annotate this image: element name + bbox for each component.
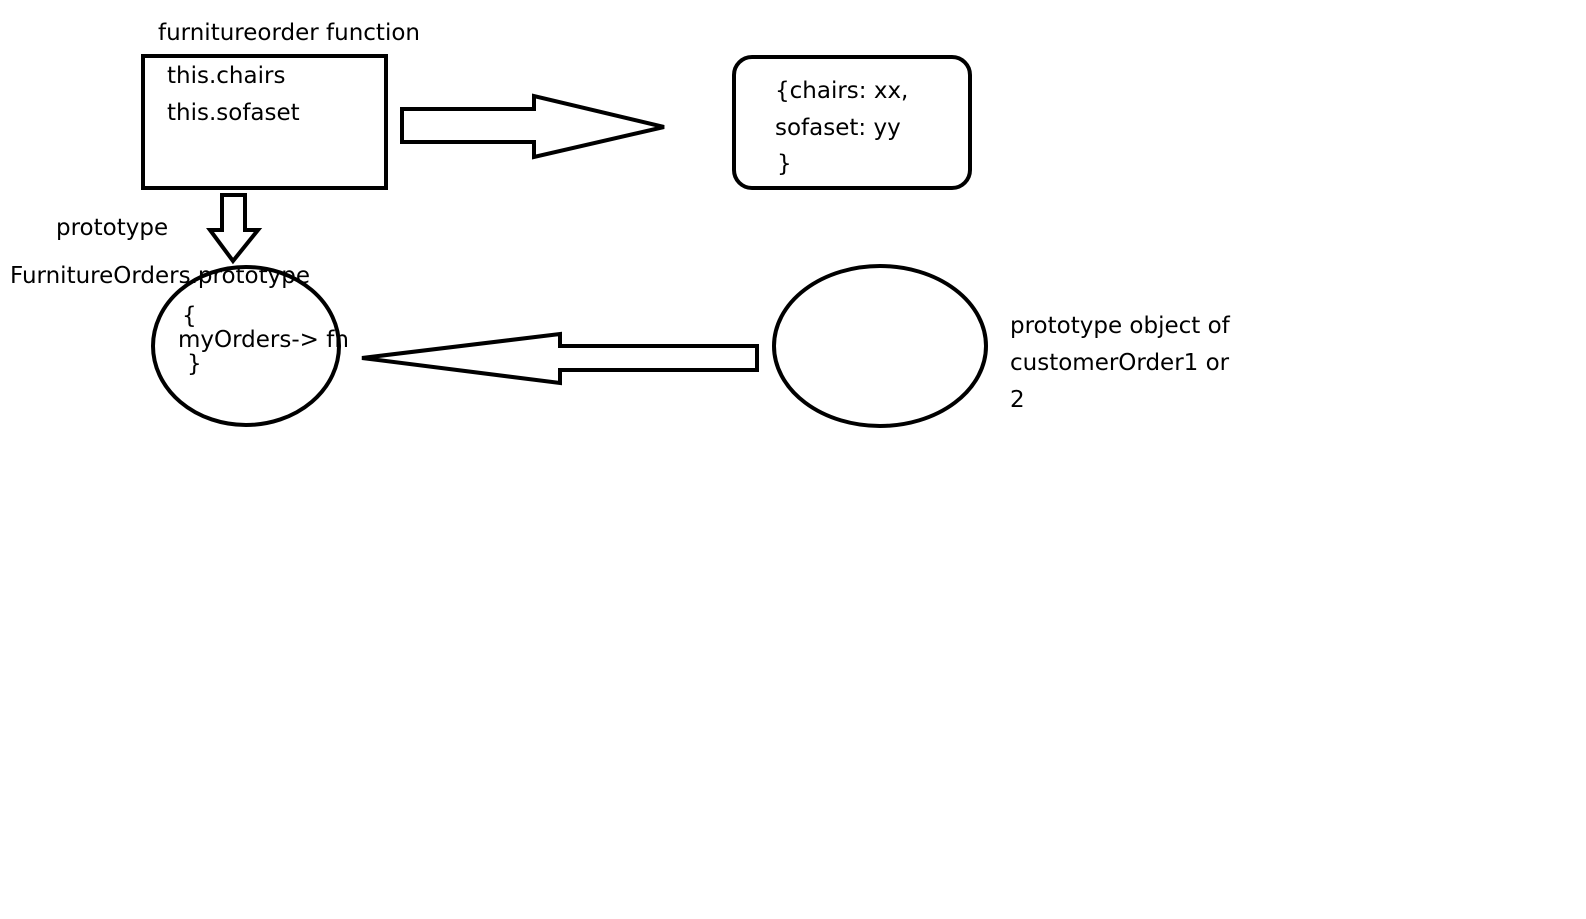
instance-line-close-brace: } — [777, 151, 792, 177]
prototype-line-myorders: myOrders-> fn — [178, 327, 349, 353]
instance-line-sofaset: sofaset: yy — [775, 115, 901, 141]
instance-object-box — [732, 55, 972, 190]
constructor-function-box — [141, 54, 388, 190]
prototype-line-open-brace: { — [182, 303, 197, 329]
instance-line-chairs: {chairs: xx, — [775, 78, 908, 104]
constructor-function-title: furnitureorder function — [158, 20, 420, 46]
constructor-line-sofaset: this.sofaset — [167, 100, 300, 126]
customer-prototype-line-2: customerOrder1 or — [1010, 350, 1230, 376]
prototype-line-close-brace: } — [187, 351, 202, 377]
arrow-to-prototype-object — [361, 331, 759, 386]
customer-prototype-line-3: 2 — [1010, 387, 1025, 413]
prototype-object-ellipse — [151, 265, 341, 427]
arrow-to-instance-object — [400, 93, 665, 160]
prototype-arrow-label: prototype — [56, 215, 168, 241]
prototype-down-arrow — [206, 193, 263, 265]
customer-prototype-line-1: prototype object of — [1010, 313, 1231, 339]
constructor-line-chairs: this.chairs — [167, 63, 285, 89]
prototype-object-title: FurnitureOrders.prototype — [10, 263, 310, 289]
customer-prototype-ellipse — [772, 264, 988, 428]
